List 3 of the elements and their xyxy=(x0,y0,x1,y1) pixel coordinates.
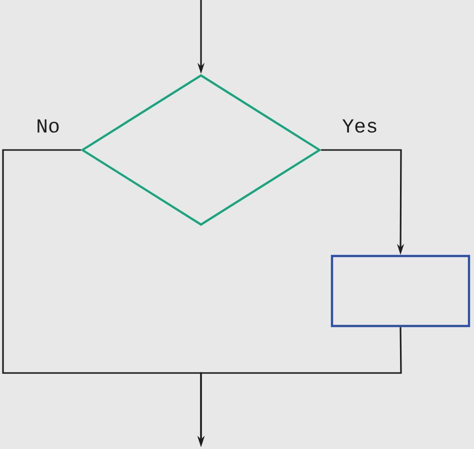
edge-label: No xyxy=(38,119,59,133)
process-box xyxy=(330,254,470,328)
edge-label: Yes xyxy=(342,119,376,133)
